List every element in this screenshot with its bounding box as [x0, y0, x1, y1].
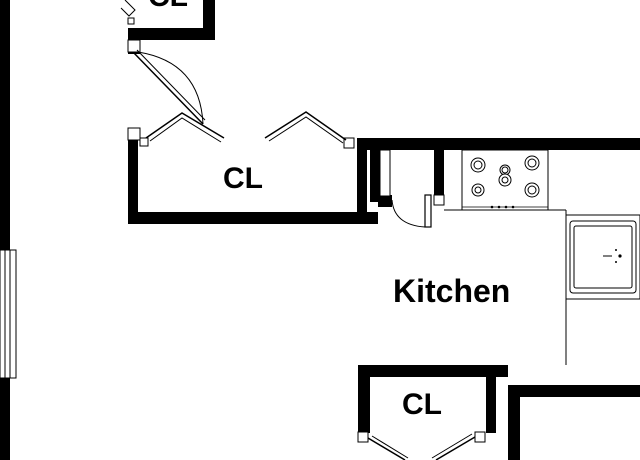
left-window — [0, 249, 17, 379]
room-label-cl-mid: CL — [223, 162, 263, 195]
kitchen-sink — [565, 214, 640, 300]
room-label-kitchen: Kitchen — [393, 273, 510, 309]
bottom-closet: CL — [357, 365, 508, 460]
pantry-closet — [370, 149, 445, 228]
left-exterior-wall-lower — [0, 378, 10, 460]
kitchen-top-wall — [357, 138, 640, 150]
room-label-cl-top: CL — [148, 0, 188, 13]
stove-range — [461, 149, 549, 211]
middle-closet: CL — [127, 111, 378, 224]
door-swing-top — [127, 39, 206, 125]
right-lower-wall — [508, 385, 640, 397]
room-label-cl-bottom: CL — [402, 388, 442, 421]
left-exterior-wall — [0, 0, 10, 250]
right-lower-wall-vertical — [508, 385, 520, 460]
